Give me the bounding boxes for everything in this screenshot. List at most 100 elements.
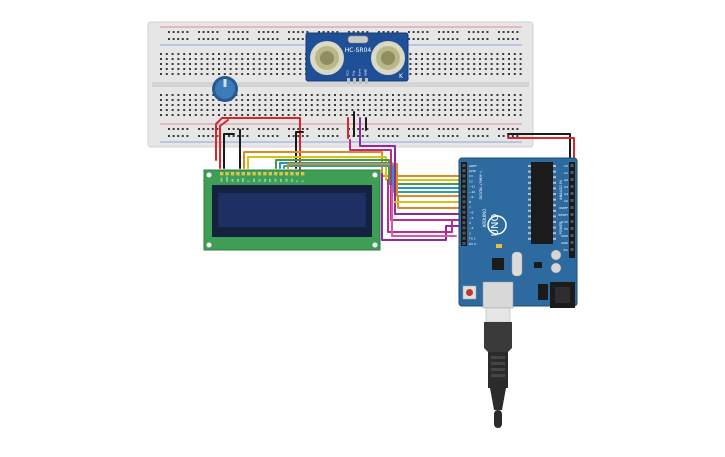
breadboard-hole[interactable]: [218, 68, 220, 70]
breadboard-hole[interactable]: [351, 114, 354, 116]
breadboard-hole[interactable]: [484, 58, 487, 60]
breadboard-hole[interactable]: [306, 128, 309, 130]
breadboard-hole[interactable]: [165, 99, 168, 101]
breadboard-hole[interactable]: [363, 109, 365, 111]
breadboard-hole[interactable]: [200, 104, 203, 106]
breadboard-hole[interactable]: [421, 58, 423, 60]
breadboard-hole[interactable]: [318, 31, 320, 33]
breadboard-hole[interactable]: [216, 38, 219, 40]
breadboard-hole[interactable]: [508, 114, 510, 116]
breadboard-hole[interactable]: [438, 128, 440, 130]
breadboard-hole[interactable]: [328, 109, 331, 111]
breadboard-hole[interactable]: [177, 135, 180, 137]
breadboard-hole[interactable]: [287, 114, 290, 116]
breadboard-hole[interactable]: [519, 53, 522, 55]
breadboard-hole[interactable]: [486, 38, 489, 40]
lcd-pin[interactable]: [263, 172, 267, 176]
breadboard-hole[interactable]: [444, 68, 447, 70]
breadboard-hole[interactable]: [218, 58, 220, 60]
breadboard-hole[interactable]: [177, 68, 180, 70]
breadboard-hole[interactable]: [264, 58, 267, 60]
breadboard-hole[interactable]: [479, 53, 481, 55]
breadboard-hole[interactable]: [444, 58, 447, 60]
breadboard-hole[interactable]: [264, 53, 267, 55]
breadboard-hole[interactable]: [229, 73, 232, 75]
breadboard-hole[interactable]: [276, 63, 278, 65]
breadboard-hole[interactable]: [502, 135, 505, 137]
breadboard-hole[interactable]: [490, 68, 493, 70]
breadboard-hole[interactable]: [397, 94, 400, 96]
breadboard-hole[interactable]: [177, 31, 180, 33]
breadboard-hole[interactable]: [310, 104, 313, 106]
power-pin[interactable]: [570, 248, 574, 251]
breadboard-hole[interactable]: [292, 128, 295, 130]
breadboard-hole[interactable]: [206, 104, 209, 106]
breadboard-hole[interactable]: [276, 38, 279, 40]
breadboard-hole[interactable]: [334, 104, 336, 106]
breadboard-hole[interactable]: [490, 58, 493, 60]
breadboard-hole[interactable]: [241, 94, 244, 96]
breadboard-hole[interactable]: [241, 58, 244, 60]
breadboard-hole[interactable]: [241, 99, 244, 101]
breadboard-hole[interactable]: [247, 104, 249, 106]
breadboard-hole[interactable]: [168, 135, 170, 137]
breadboard-hole[interactable]: [264, 109, 267, 111]
breadboard-hole[interactable]: [306, 135, 309, 137]
breadboard-hole[interactable]: [374, 99, 377, 101]
breadboard-hole[interactable]: [472, 38, 475, 40]
breadboard-hole[interactable]: [235, 99, 238, 101]
breadboard-hole[interactable]: [183, 99, 186, 101]
breadboard-hole[interactable]: [211, 128, 214, 130]
breadboard-hole[interactable]: [247, 68, 249, 70]
breadboard-hole[interactable]: [310, 94, 313, 96]
breadboard-hole[interactable]: [513, 99, 516, 101]
breadboard-hole[interactable]: [368, 104, 371, 106]
breadboard-hole[interactable]: [374, 109, 377, 111]
breadboard-hole[interactable]: [386, 104, 389, 106]
breadboard-hole[interactable]: [444, 53, 447, 55]
breadboard-hole[interactable]: [200, 94, 203, 96]
breadboard-hole[interactable]: [281, 114, 284, 116]
breadboard-hole[interactable]: [305, 94, 307, 96]
breadboard-hole[interactable]: [472, 31, 475, 33]
breadboard-hole[interactable]: [519, 73, 522, 75]
breadboard-hole[interactable]: [299, 109, 302, 111]
breadboard-hole[interactable]: [502, 58, 505, 60]
digital-pin[interactable]: [462, 164, 466, 167]
breadboard-hole[interactable]: [247, 109, 249, 111]
lcd-pin[interactable]: [225, 172, 229, 176]
breadboard-hole[interactable]: [508, 58, 510, 60]
breadboard-hole[interactable]: [496, 73, 499, 75]
breadboard-hole[interactable]: [409, 53, 412, 55]
breadboard-hole[interactable]: [477, 38, 480, 40]
breadboard-hole[interactable]: [297, 38, 300, 40]
breadboard-hole[interactable]: [271, 38, 274, 40]
breadboard-hole[interactable]: [374, 104, 377, 106]
breadboard-hole[interactable]: [228, 38, 230, 40]
lcd-pin[interactable]: [252, 172, 256, 176]
digital-pin[interactable]: [462, 231, 466, 235]
breadboard-hole[interactable]: [334, 99, 336, 101]
breadboard-hole[interactable]: [481, 38, 484, 40]
breadboard-hole[interactable]: [432, 73, 435, 75]
breadboard-hole[interactable]: [247, 99, 249, 101]
breadboard-hole[interactable]: [421, 31, 424, 33]
breadboard-hole[interactable]: [486, 135, 489, 137]
digital-pin[interactable]: [462, 200, 466, 204]
breadboard-hole[interactable]: [276, 94, 278, 96]
breadboard-hole[interactable]: [206, 114, 209, 116]
breadboard-hole[interactable]: [479, 109, 481, 111]
breadboard-hole[interactable]: [194, 53, 197, 55]
breadboard-hole[interactable]: [241, 31, 244, 33]
digital-pin[interactable]: [462, 205, 466, 209]
sensor-pin[interactable]: [353, 78, 356, 84]
breadboard-hole[interactable]: [247, 114, 249, 116]
breadboard-hole[interactable]: [316, 104, 319, 106]
breadboard-hole[interactable]: [508, 109, 510, 111]
breadboard-hole[interactable]: [276, 58, 278, 60]
breadboard-hole[interactable]: [484, 114, 487, 116]
breadboard-hole[interactable]: [198, 135, 200, 137]
breadboard-hole[interactable]: [223, 68, 226, 70]
breadboard-hole[interactable]: [415, 104, 418, 106]
